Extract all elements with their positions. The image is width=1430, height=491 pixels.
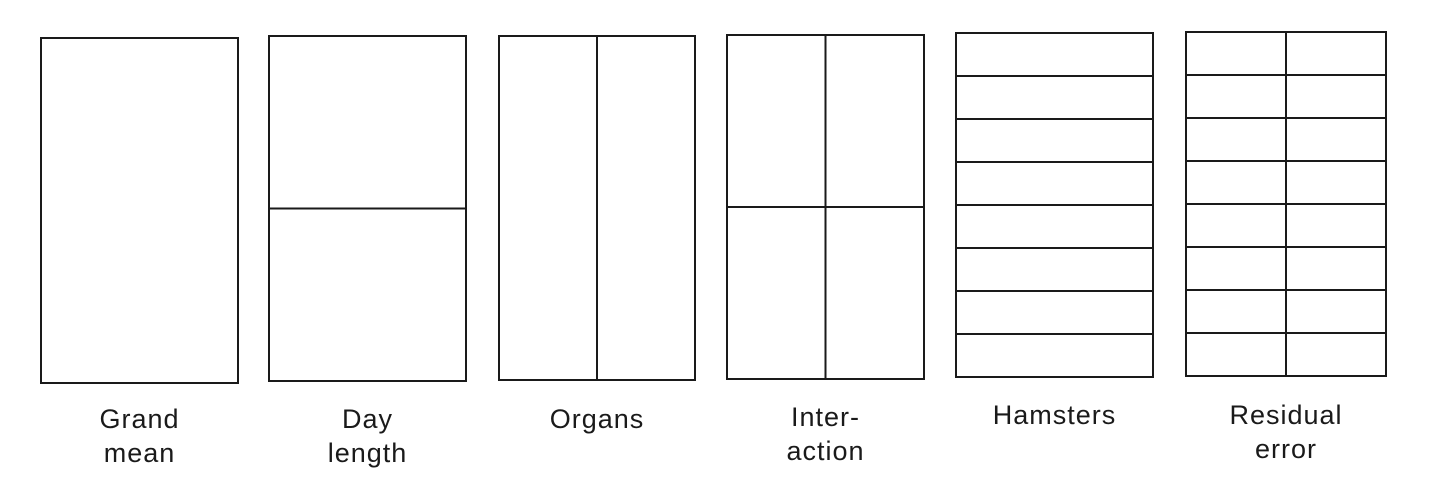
organs-label: Organs [497,402,697,436]
grand-mean-outline [40,37,239,384]
interaction-label-line: action [786,436,865,466]
day-length-label-line: Day [341,404,393,434]
interaction-label: Inter-action [726,400,926,468]
grand-mean-label-line: Grand [99,404,180,434]
organs-panel [498,35,696,381]
grand-mean-label-line: mean [103,438,176,468]
hamsters-label-line: Hamsters [992,400,1117,430]
day-length-label-line: length [327,438,408,468]
residual-error-label-line: error [1254,434,1317,464]
residual-error-label-line: Residual [1229,400,1343,430]
grand-mean-label: Grand mean [40,402,240,470]
residual-error-label: Residual error [1186,398,1386,466]
grand-mean-panel [40,37,239,384]
organs-label-line: Organs [549,404,645,434]
hamsters-label: Hamsters [955,398,1155,432]
hamsters-panel [955,32,1154,378]
day-length-label: Day length [268,402,468,470]
interaction-label-line: Inter- [790,402,861,432]
residual-error-panel [1185,31,1387,377]
day-length-panel [268,35,467,382]
interaction-panel [726,34,925,380]
